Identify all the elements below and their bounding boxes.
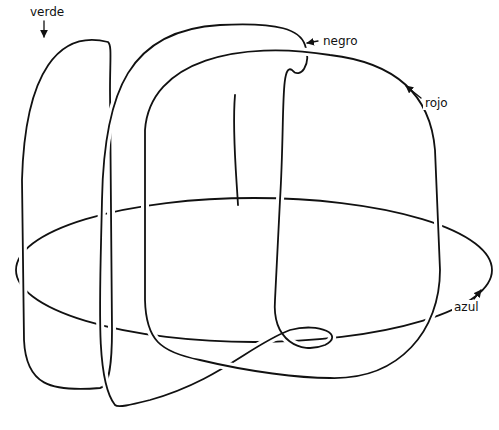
callout-label: negro [321, 34, 360, 48]
callout-label: verde [28, 5, 66, 19]
leader-arrow [43, 21, 44, 37]
leader-arrow [474, 290, 481, 299]
red-loop [145, 50, 440, 378]
blue-loop [16, 198, 492, 342]
strand-halo [16, 198, 492, 342]
callout-label: azul [452, 300, 481, 314]
inner-strand [234, 95, 238, 205]
black-loop [100, 24, 332, 406]
callout-label: rojo [423, 96, 450, 110]
leader-arrow [307, 41, 318, 43]
strand-halo [145, 50, 440, 378]
strand-halo [100, 24, 332, 406]
leader-arrow [406, 86, 421, 98]
